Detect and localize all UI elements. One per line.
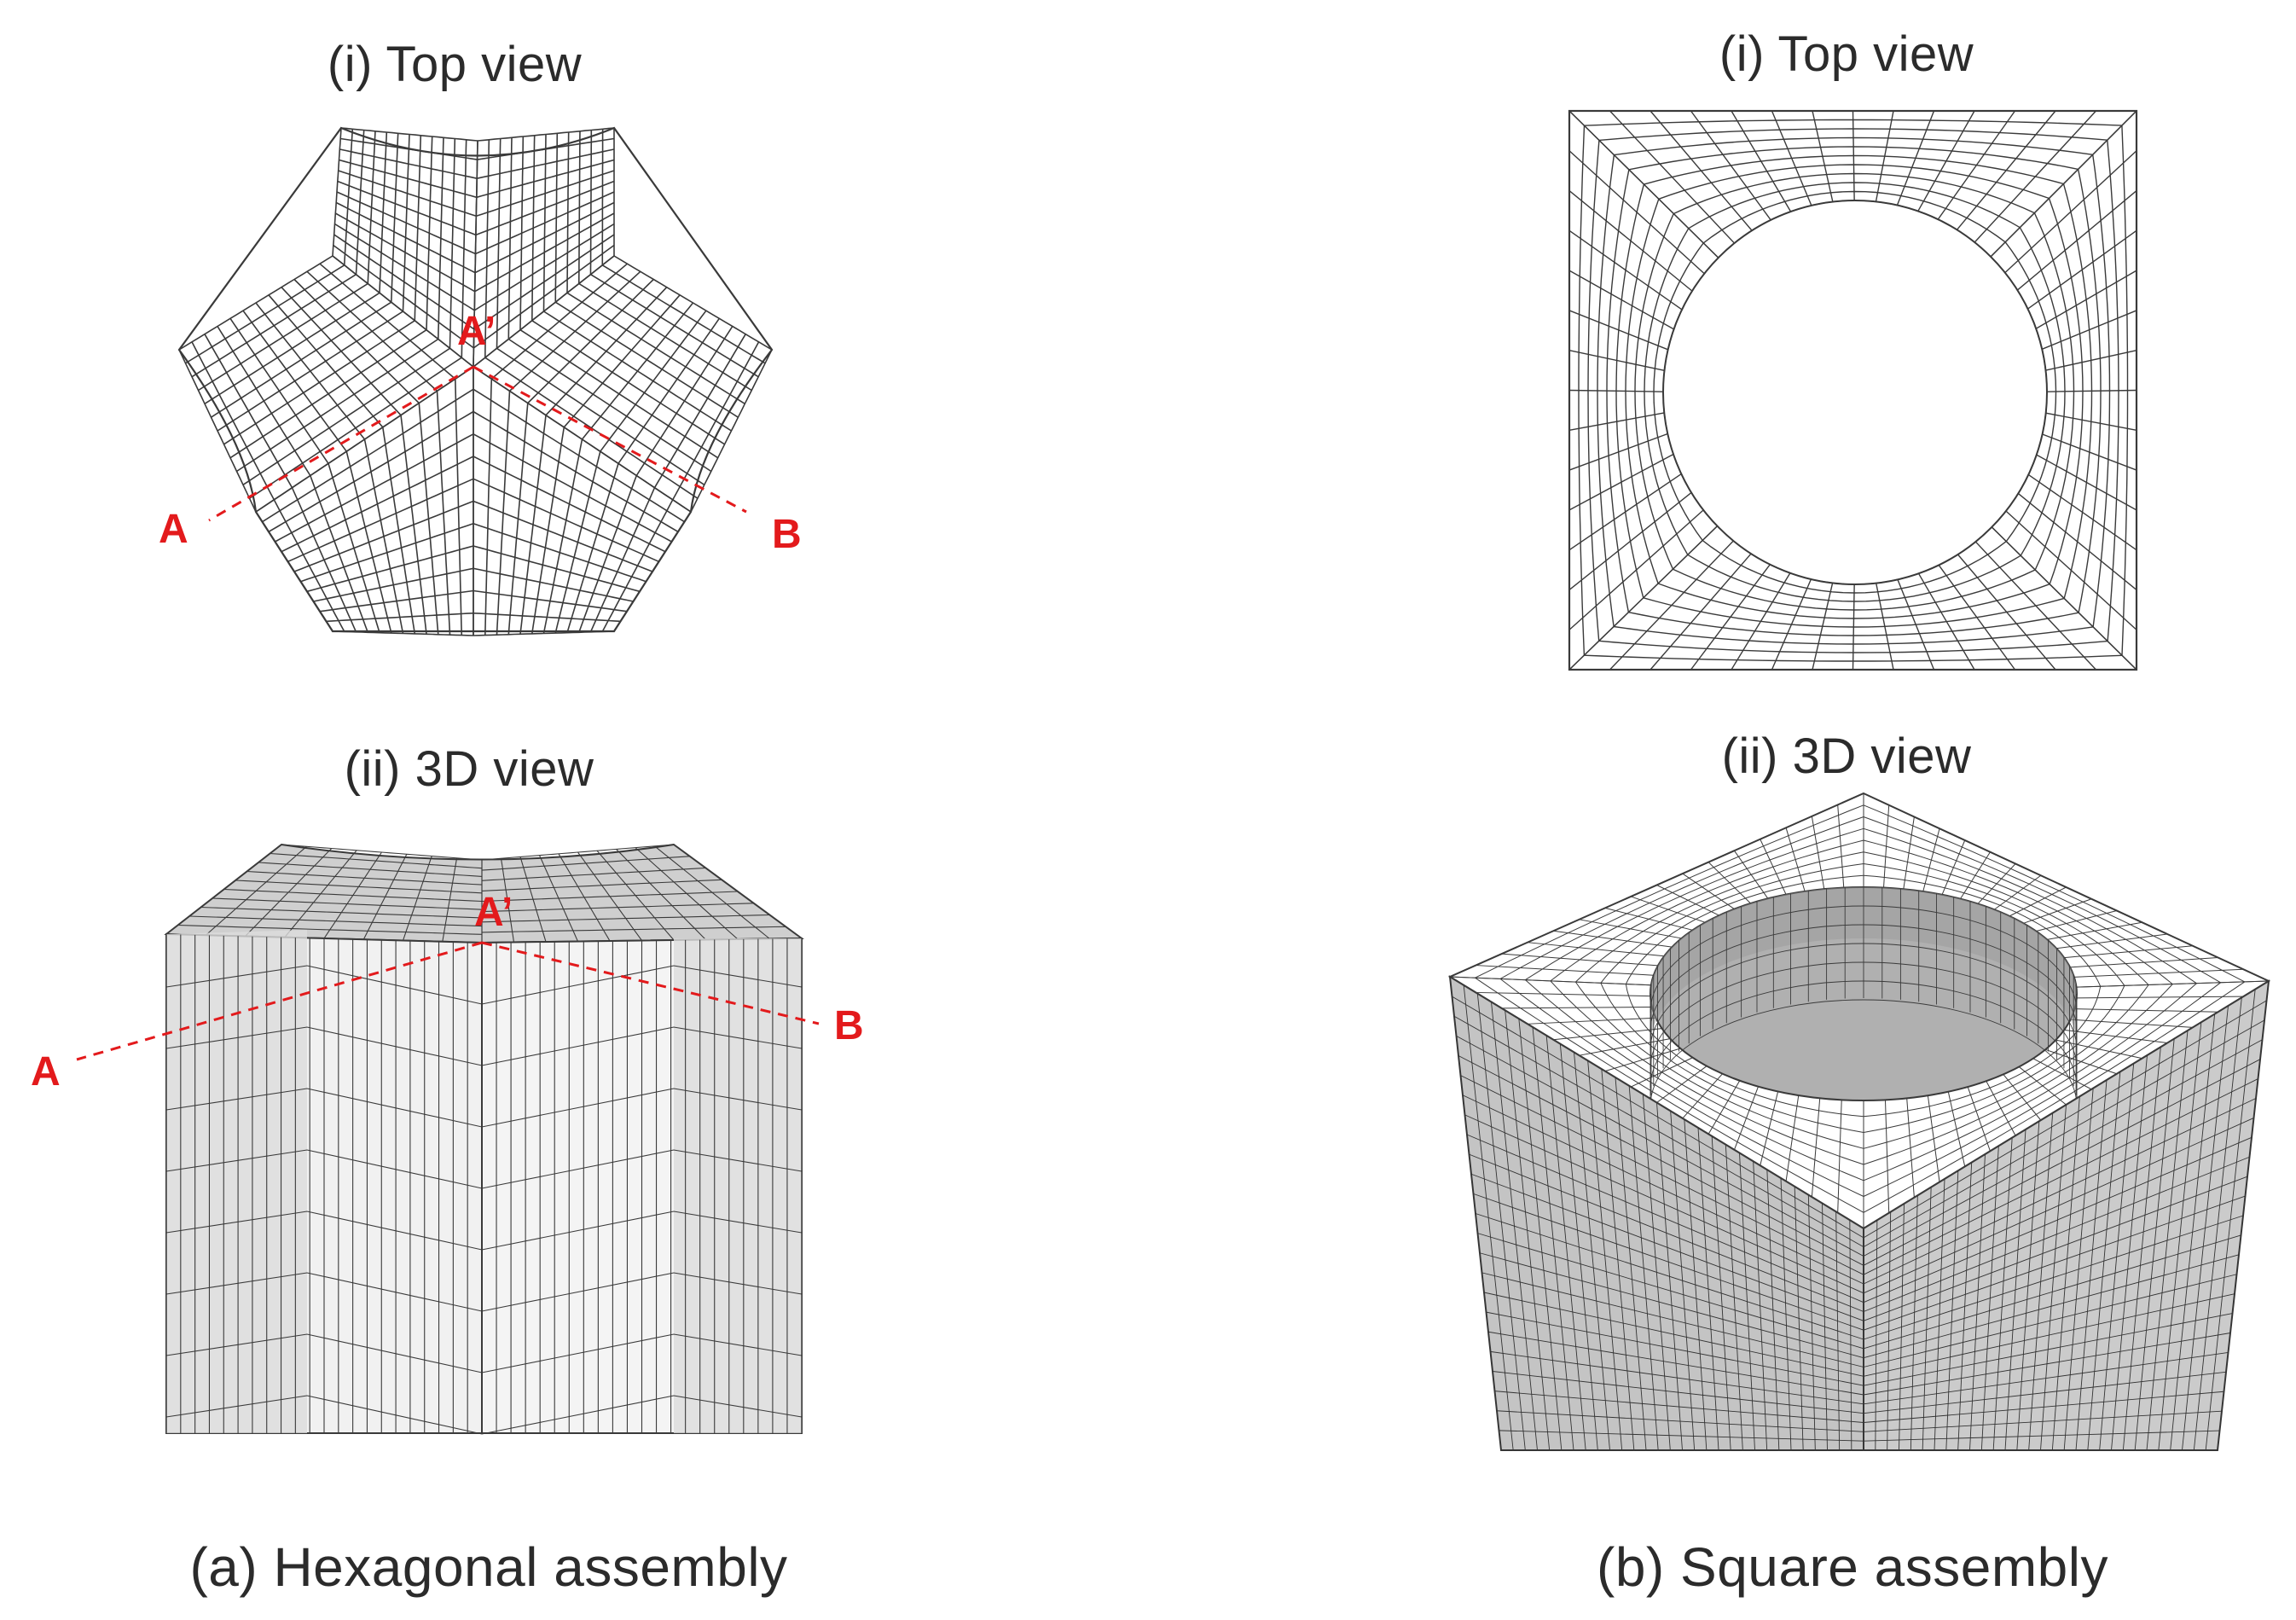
square-caption: (b) Square assembly	[1597, 1536, 2108, 1598]
hex-3d-marker-b: B	[834, 1003, 864, 1048]
hex-3d-side-faces	[165, 930, 803, 1435]
hex-top-marker-b: B	[772, 512, 802, 557]
hex-3d-view-mesh: A A’ B	[31, 843, 864, 1435]
hex-top-view-mesh: A A’ B	[159, 0, 802, 682]
hex-top-section-lines	[208, 365, 747, 522]
square-3d-bore	[1650, 886, 2078, 1107]
square-3d-view-mesh	[1447, 792, 2271, 1451]
hex-3d-top-face	[164, 843, 805, 944]
hex-top-marker-a-prime: A’	[457, 309, 496, 354]
hex-top-view-label: (i) Top view	[327, 37, 583, 92]
hex-3d-section-lines	[76, 941, 820, 1061]
square-3d-view-label: (ii) 3D view	[1721, 729, 1972, 784]
hex-caption: (a) Hexagonal assembly	[189, 1536, 788, 1598]
square-3d-side-faces	[1448, 975, 2270, 1451]
hex-3d-view-label: (ii) 3D view	[344, 741, 594, 797]
hex-3d-marker-a: A	[31, 1049, 61, 1095]
hex-3d-marker-a-prime: A’	[474, 890, 513, 935]
hex-top-marker-a: A	[159, 507, 188, 552]
square-top-view-label: (i) Top view	[1719, 26, 1974, 82]
square-top-view-mesh	[1568, 109, 2138, 671]
